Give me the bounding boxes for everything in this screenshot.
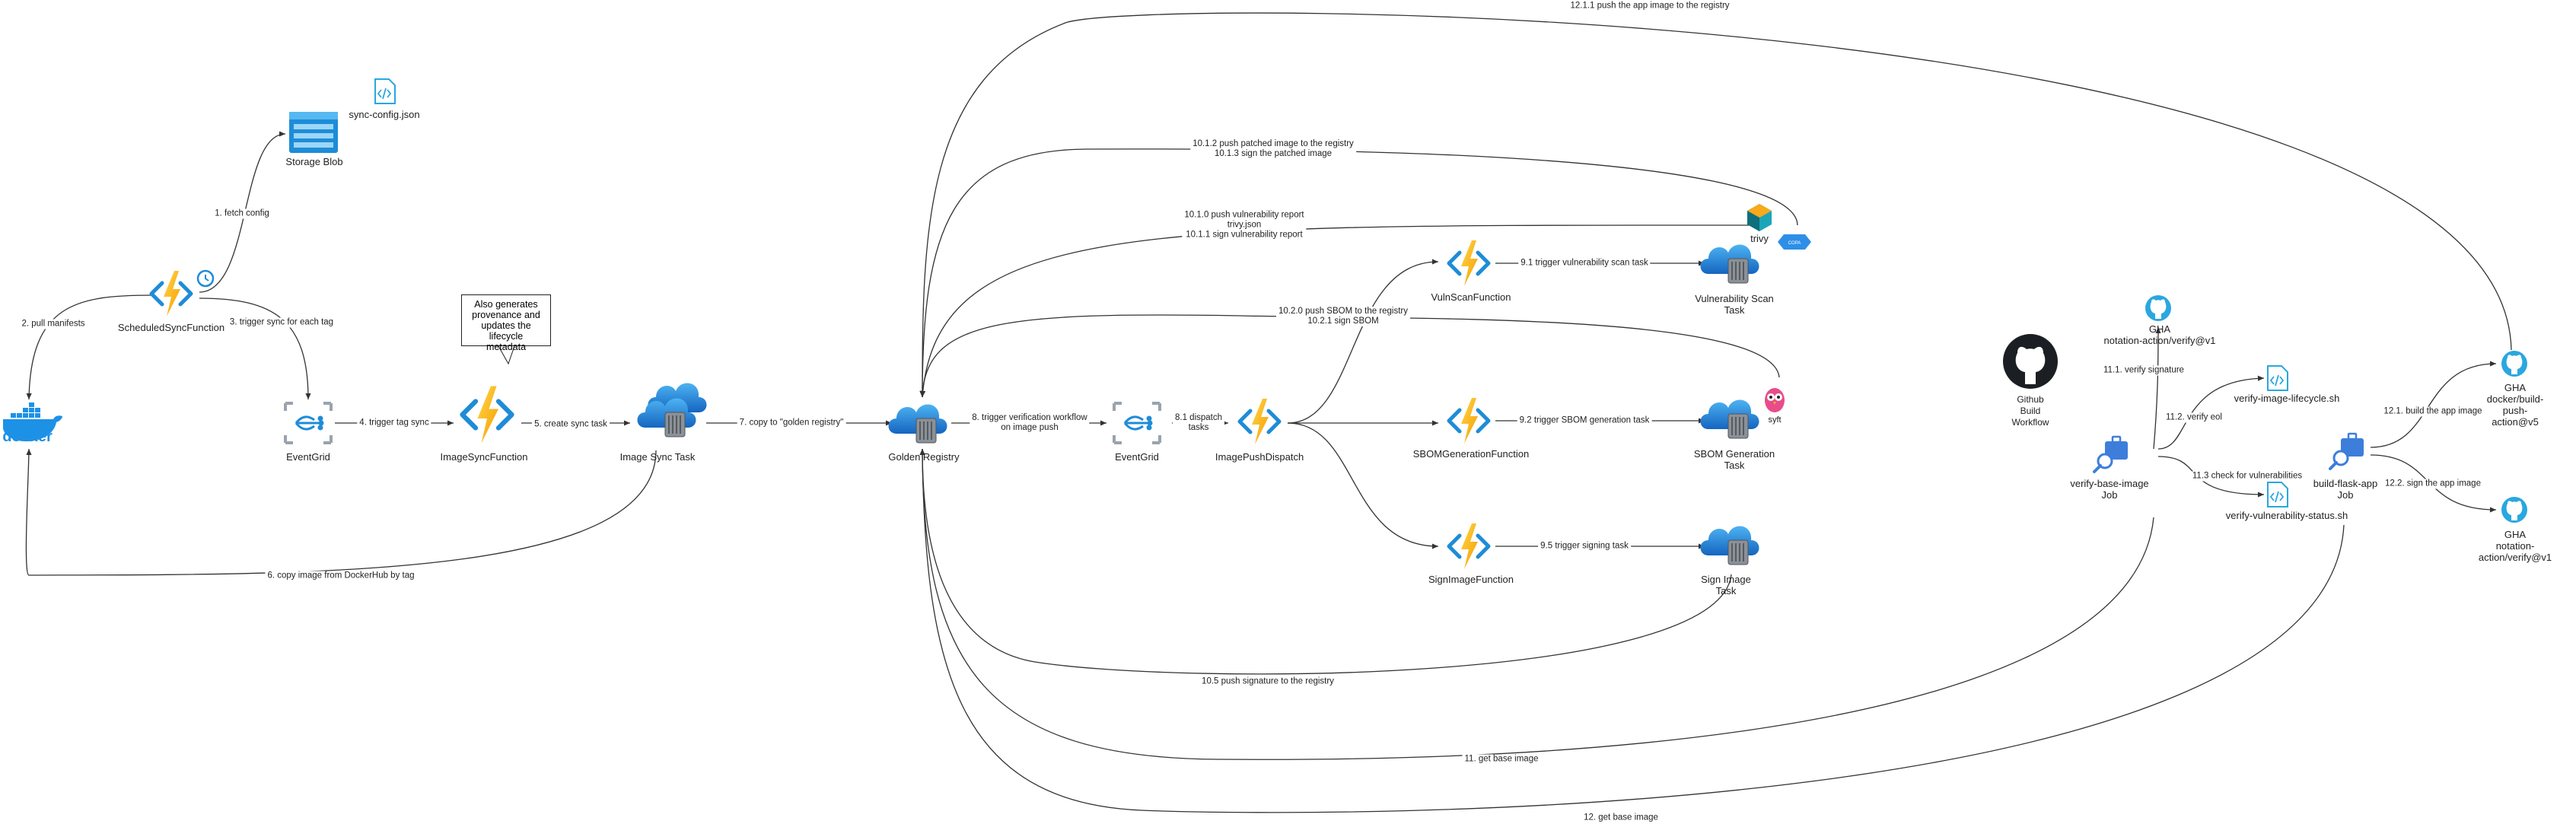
registry-task-icon: [638, 383, 707, 437]
edge-label-push-signature: 10.5 push signature to the registry: [1199, 676, 1336, 687]
edge-build-app-image: [2370, 361, 2497, 448]
trivy-label: trivy: [1750, 233, 1769, 244]
edge-trigger-sync-each-tag: [199, 297, 311, 400]
job-search-icon: [2093, 435, 2129, 473]
azure-function-icon: [1449, 240, 1489, 286]
docker-icon: [3, 402, 62, 442]
verify-vuln-label: verify-vulnerability-status.sh: [2225, 510, 2348, 521]
edge-to-vulnscan: [1287, 259, 1439, 424]
edge-label-check-vulns: 11.3 check for vulnerabilities: [2189, 471, 2305, 482]
sign-task-label: Sign Image Task: [1701, 574, 1751, 597]
eventgrid-label: EventGrid: [286, 451, 330, 463]
edge-push-app-image: [919, 12, 2512, 398]
code-file-icon: [374, 78, 396, 104]
edge-label-push-app-image: 12.1.1 push the app image to the registr…: [1568, 1, 1732, 11]
edge-get-base-image-11: [919, 448, 2154, 760]
edge-label-pull-manifests: 2. pull manifests: [19, 319, 88, 329]
edge-label-verify-eol: 11.2. verify eol: [2164, 412, 2224, 423]
gha-notation-top-label: GHA notation-action/verify@v1: [2103, 323, 2216, 346]
image-sync-function-label: ImageSyncFunction: [440, 451, 528, 463]
edge-label-copy-from-dockerhub: 6. copy image from DockerHub by tag: [265, 571, 417, 581]
job-search-icon: [2329, 432, 2365, 470]
azure-function-icon: [1449, 398, 1489, 444]
syft-label: syft: [1768, 415, 1782, 425]
edge-label-build-app-image: 12.1. build the app image: [2381, 406, 2485, 417]
scheduled-sync-label: ScheduledSyncFunction: [117, 322, 225, 333]
edge-verify-signature: [2153, 326, 2161, 450]
provenance-callout: Also generates provenance and updates th…: [461, 294, 551, 352]
edge-label-trigger-vuln-scan: 9.1 trigger vulnerability scan task: [1518, 258, 1651, 269]
build-flask-app-job-label: build-flask-app Job: [2313, 478, 2378, 501]
sync-config-label: sync-config.json: [349, 109, 420, 120]
edge-label-sign-app-image: 12.2. sign the app image: [2383, 479, 2483, 489]
edge-label-create-sync-task: 5. create sync task: [532, 419, 610, 430]
edge-push-sbom: [919, 314, 1780, 398]
edge-push-patched: [919, 148, 1798, 398]
docker-label: docker: [2, 428, 53, 445]
edge-label-trigger-sbom: 9.2 trigger SBOM generation task: [1517, 415, 1652, 426]
container-registry-icon: [889, 405, 947, 443]
syft-owl-icon: [1765, 388, 1785, 412]
registry-task-icon: [1701, 527, 1759, 565]
code-file-icon: [2267, 365, 2288, 391]
edge-label-verify-signature: 11.1. verify signature: [2101, 365, 2186, 376]
verify-lifecycle-label: verify-image-lifecycle.sh: [2234, 393, 2340, 404]
azure-function-icon: [463, 387, 512, 444]
azure-function-icon: [151, 271, 191, 317]
edge-label-fetch-config: 1. fetch config: [212, 208, 272, 219]
github-workflow-label: Github Build Workflow: [2011, 394, 2049, 428]
trivy-icon: [1747, 204, 1772, 231]
sbom-task-label: SBOM Generation Task: [1693, 448, 1775, 471]
edge-pull-manifests: [26, 294, 153, 400]
code-file-icon: [2267, 482, 2288, 507]
timer-icon: [196, 269, 215, 288]
callout-pointer: [498, 345, 515, 365]
sign-function-label: SignImageFunction: [1428, 574, 1514, 585]
svg-text:COPA: COPA: [1788, 241, 1801, 246]
verify-base-image-job-label: verify-base-image Job: [2070, 478, 2149, 501]
edge-push-signature: [919, 448, 1732, 675]
storage-blob-icon: [289, 112, 338, 153]
github-icon: [2003, 334, 2058, 389]
edge-label-get-base-image-11: 11. get base image: [1462, 754, 1541, 765]
copacetic-icon: COPA: [1778, 234, 1811, 250]
edge-label-dispatch-tasks: 8.1 dispatch tasks: [1172, 413, 1225, 433]
edge-label-trigger-tag-sync: 4. trigger tag sync: [357, 418, 431, 428]
edge-to-sign: [1287, 422, 1439, 549]
edge-label-push-vuln-report: 10.1.0 push vulnerability report trivy.j…: [1182, 210, 1307, 240]
vuln-scan-task-label: Vulnerability Scan Task: [1695, 293, 1774, 316]
storage-blob-label: Storage Blob: [285, 156, 343, 167]
gha-icon: [2145, 295, 2171, 321]
registry-task-icon: [1701, 400, 1759, 438]
eventgrid-2-label: EventGrid: [1115, 451, 1159, 463]
edge-label-trigger-sync: 3. trigger sync for each tag: [227, 317, 336, 328]
image-push-dispatch-label: ImagePushDispatch: [1215, 451, 1304, 463]
azure-function-icon: [1240, 399, 1279, 444]
registry-task-icon: [1701, 245, 1759, 283]
edge-label-get-base-image-12: 12. get base image: [1581, 813, 1661, 823]
edge-label-copy-to-golden: 7. copy to "golden registry": [737, 418, 846, 428]
edge-label-push-patched: 10.1.2 push patched image to the registr…: [1190, 139, 1356, 159]
edge-label-trigger-signing: 9.5 trigger signing task: [1538, 541, 1631, 552]
gha-notation-bottom-label: GHA notation-action/verify@v1: [2478, 529, 2552, 563]
edge-label-trigger-verification: 8. trigger verification workflow on imag…: [970, 413, 1090, 433]
eventgrid-icon: [284, 402, 333, 444]
edge-get-base-image-12: [919, 448, 2345, 813]
edge-copy-from-dockerhub: [25, 448, 657, 576]
gha-icon: [2501, 497, 2527, 523]
edge-push-vuln-report: [920, 224, 1751, 398]
vuln-scan-function-label: VulnScanFunction: [1431, 291, 1511, 303]
golden-registry-label: Golden Registry: [888, 451, 960, 463]
eventgrid-icon: [1113, 402, 1161, 444]
image-sync-task-label: Image Sync Task: [619, 451, 696, 463]
edge-label-push-sbom: 10.2.0 push SBOM to the registry 10.2.1 …: [1275, 307, 1411, 326]
gha-icon: [2501, 351, 2527, 377]
gha-docker-label: GHA docker/build-push-action@v5: [2486, 382, 2544, 428]
sbom-function-label: SBOMGenerationFunction: [1412, 448, 1530, 460]
azure-function-icon: [1449, 523, 1489, 569]
